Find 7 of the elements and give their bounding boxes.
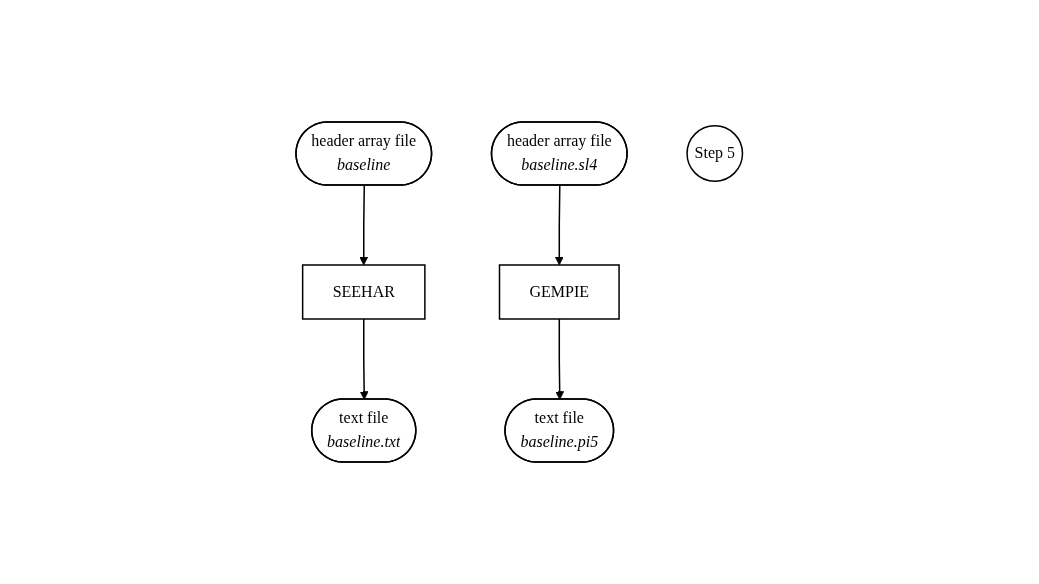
arrow xyxy=(555,184,564,266)
node-box: GEMPIE xyxy=(499,264,621,320)
arrow xyxy=(359,184,369,266)
node-box: SEEHAR xyxy=(302,264,426,320)
arrow xyxy=(555,318,565,400)
arrow xyxy=(360,318,369,400)
node-circle: Step 5 xyxy=(686,125,744,182)
